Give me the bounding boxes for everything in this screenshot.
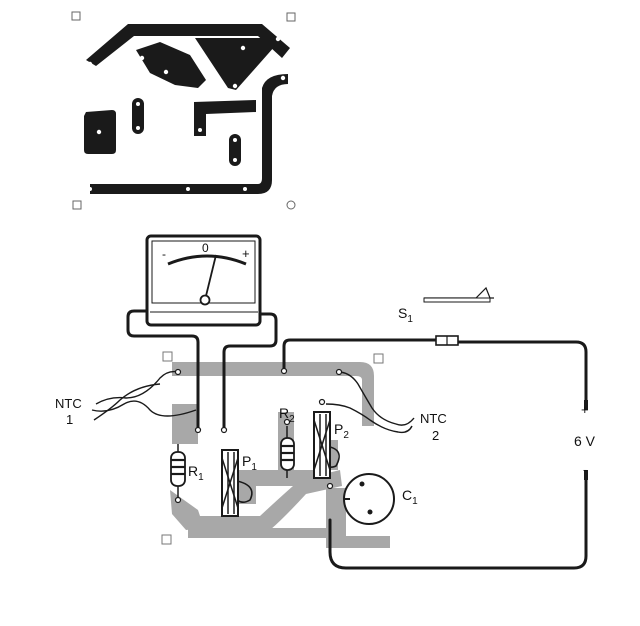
resistor-r2 [280,426,295,478]
label-battery-plus: + [581,402,589,417]
label-s1: S1 [398,305,413,325]
meter-scale-zero: 0 [202,241,209,255]
label-r2-letter: R [279,405,289,421]
pcb-holes [87,36,286,191]
lower-small-pad [229,134,241,166]
label-ntc2-line1: NTC [420,411,447,426]
corner-marks [71,11,296,210]
wire-switch-to-battery [454,340,588,402]
label-r1: R1 [188,463,204,483]
label-battery-minus: - [583,462,587,477]
resistor-r1 [170,444,186,500]
label-r1-letter: R [188,463,198,479]
pcb-copper-layout [71,11,296,210]
label-p2-letter: P [334,421,343,437]
label-r2: R2 [279,405,295,425]
switch-s1 [423,286,494,346]
label-p1-sub: 1 [251,462,257,473]
capacitor-c1 [343,473,395,525]
diamond-pad [136,42,206,88]
meter-scale-minus: - [162,247,166,261]
label-ntc1-line1: NTC [55,396,82,411]
meter-needle [204,254,217,301]
label-c1-letter: C [402,487,412,503]
ntc1-leads [91,370,197,421]
wire-meter-left [126,309,200,430]
label-s1-sub: 1 [407,314,413,325]
label-ntc2-line2: 2 [432,428,439,443]
label-c1-sub: 1 [412,496,418,507]
solder-joints [174,367,343,504]
label-p2: P2 [334,421,349,441]
label-battery-voltage: 6 V [574,433,596,449]
ntc2-leads [325,371,415,434]
right-long-trace [90,74,288,194]
label-p1: P1 [242,453,257,473]
l-shaped-trace [194,100,256,136]
trimmer-p1 [221,449,239,517]
label-ntc1-line2: 1 [66,412,73,427]
label-c1: C1 [402,487,418,507]
wire-switch-to-board [282,338,438,372]
label-r2-sub: 2 [289,414,295,425]
label-p1-letter: P [242,453,251,469]
labels: NTC 1 NTC 2 S1 R1 R2 P1 P2 C1 + 6 V - [55,305,596,507]
battery-6v [584,400,588,480]
meter-scale-plus: + [242,246,250,261]
analog-meter: - 0 + [145,234,262,327]
top-trace [86,24,290,66]
wire-battery-return [328,478,588,570]
label-p2-sub: 2 [343,430,349,441]
meter-pivot [199,294,211,306]
trimmer-p2 [313,411,331,479]
small-vertical-pad [132,98,144,134]
wire-meter-right [222,312,278,430]
top-right-pad [195,38,275,90]
label-s1-letter: S [398,305,407,321]
label-r1-sub: 1 [198,472,204,483]
meter-scale-arc [167,254,247,266]
wires [126,309,588,570]
